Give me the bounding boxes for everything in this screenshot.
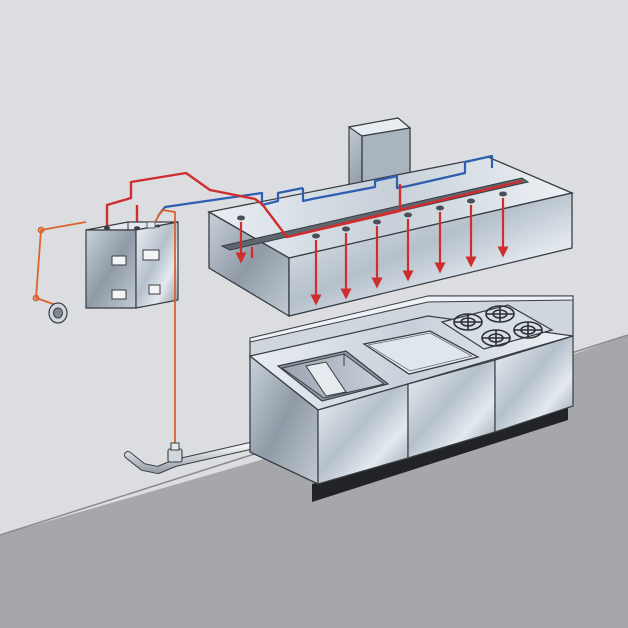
panel-window (142, 249, 160, 261)
discharge-arrows (235, 198, 509, 306)
discharge-piping (105, 171, 523, 258)
griddle (362, 330, 480, 375)
panel-window (111, 289, 127, 300)
gas-shutoff-valve (167, 442, 183, 463)
burner-grate (513, 321, 543, 339)
burner-grate (453, 313, 483, 331)
hood-filter-bank (220, 177, 530, 251)
gas-line (124, 442, 254, 474)
pull-station (48, 302, 68, 324)
panel-window (148, 284, 161, 295)
sink (276, 350, 390, 402)
manual-pull-line (32, 209, 176, 443)
hood-nozzles (237, 191, 507, 239)
burner-grate (481, 329, 511, 347)
control-panel (85, 221, 179, 309)
panel-window (111, 255, 127, 266)
burner-grate (485, 305, 515, 323)
range-burners (440, 304, 554, 350)
